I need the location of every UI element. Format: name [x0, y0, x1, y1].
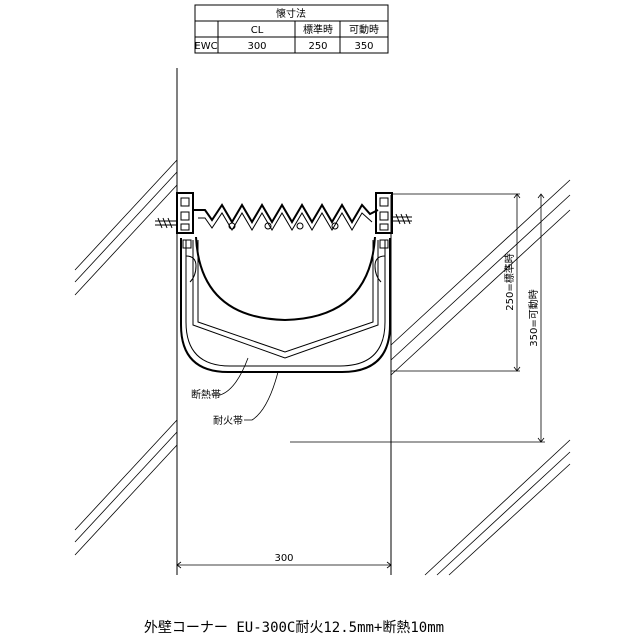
dimension-lines: 250=標準時 350=可動時: [503, 193, 545, 443]
fire-band-label: 耐火帯: [213, 414, 243, 427]
diagonal-wall-right-upper: [390, 179, 571, 376]
leaders: 断熱帯 耐火帯: [191, 357, 279, 427]
table-value-cl: 300: [247, 41, 266, 52]
table-row-label: EWC: [194, 41, 217, 52]
dimension-table: 懐寸法 CL 標準時 可動時 EWC 300 250 350: [194, 4, 389, 54]
table-header-standard: 標準時: [303, 23, 333, 36]
dim-movable-label: 350=可動時: [527, 289, 540, 346]
width-dimension: 300: [176, 553, 392, 569]
diagonal-wall-left-lower: [74, 419, 178, 556]
table-value-movable: 350: [354, 41, 373, 52]
diagonal-wall-left-upper: [74, 159, 178, 296]
drawing-caption: 外壁コーナー EU-300C耐火12.5mm+断熱10mm: [144, 620, 444, 636]
table-title: 懐寸法: [276, 7, 306, 20]
joint-cover: [155, 192, 412, 373]
table-header-movable: 可動時: [349, 23, 379, 36]
table-value-standard: 250: [308, 41, 327, 52]
dim-standard-label: 250=標準時: [503, 253, 516, 310]
diagonal-wall-right-lower: [424, 439, 571, 576]
wall-lines: [176, 68, 545, 575]
insulation-band-label: 断熱帯: [191, 388, 221, 401]
dim-width-label: 300: [274, 553, 293, 564]
table-header-cl: CL: [251, 25, 264, 36]
